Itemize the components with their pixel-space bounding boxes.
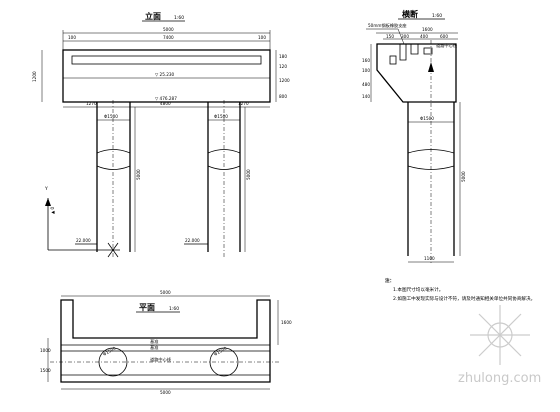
svg-text:5000: 5000 [136,169,141,180]
svg-text:Φ1500: Φ1500 [213,345,228,356]
svg-text:4800: 4800 [160,101,171,106]
plan-column-right [209,347,239,377]
svg-text:5000: 5000 [160,290,171,295]
svg-text:1200: 1200 [32,71,37,82]
axis-y-label: Y [44,186,48,192]
svg-text:480: 480 [362,82,370,87]
section-view: 横断 1:60 50mm钢板橡胶支座 1600 150 300 400 600 … [362,9,466,265]
bearing-note: 50mm钢板橡胶支座 [368,22,407,29]
note-1: 1.本图尺寸均以毫米计。 [393,286,443,293]
svg-text:1270: 1270 [238,101,249,106]
note-2: 2.如施工中发现实际与设计不符，请及时通知相关单位共同协商解决。 [393,295,535,302]
right-column [207,100,241,258]
plan-title: 平面 [139,303,155,312]
svg-text:400: 400 [420,34,428,39]
svg-text:160: 160 [362,58,370,63]
svg-text:120: 120 [279,64,287,69]
svg-text:100: 100 [68,35,76,40]
svg-text:基准: 基准 [150,338,158,345]
svg-text:1200: 1200 [279,78,290,83]
axis-x-mark [107,242,119,258]
svg-text:Φ1500: Φ1500 [420,116,434,121]
column-break-mark [96,149,131,170]
svg-text:5000: 5000 [246,169,251,180]
svg-text:150: 150 [386,34,394,39]
svg-text:1500: 1500 [40,368,51,373]
plan-outline [60,299,271,383]
svg-text:600: 600 [440,34,448,39]
axis-indicator: Y ▲ 0 [44,186,120,258]
elevation-view: 立面 1:60 5000 100 7400 100 ▽ 25.230 ▽ 476… [32,11,290,258]
dim-overall: 5000 [163,27,174,32]
svg-text:1000: 1000 [40,348,51,353]
svg-text:100: 100 [362,68,370,73]
svg-text:180: 180 [279,54,287,59]
section-scale: 1:60 [432,13,442,19]
watermark-text: zhulong.com [458,371,541,386]
road-center-label: 道路中心线 [436,42,458,49]
ground-elev-right: 22.000 [185,238,200,243]
svg-text:Φ1500: Φ1500 [104,114,118,119]
plan-center-label: 道路中心线 [150,356,172,363]
elevation-scale: 1:60 [174,15,184,21]
svg-text:▲ 0: ▲ 0 [50,206,55,214]
svg-text:1600: 1600 [281,320,292,325]
plan-view: 平面 1:60 Φ1500 Φ1500 基准 基准 道路中心线 5000 100… [40,290,292,395]
svg-text:140: 140 [362,94,370,99]
svg-text:5000: 5000 [160,390,171,395]
svg-text:1600: 1600 [422,27,433,32]
watermark: zhulong.com [458,305,541,386]
svg-text:1270: 1270 [86,101,97,106]
elevation-title: 立面 [145,11,161,21]
cap-beam [62,49,271,103]
cap-section [376,43,457,103]
notes: 注： 1.本图尺寸均以毫米计。 2.如施工中发现实际与设计不符，请及时通知相关单… [385,277,535,302]
ground-elev-left: 22.000 [76,238,91,243]
svg-text:5000: 5000 [461,171,466,182]
plan-column-left [98,347,128,377]
left-column [96,100,131,258]
svg-text:Φ1500: Φ1500 [214,114,228,119]
cap-beam-groove [71,55,262,65]
elev-top: ▽ 25.230 [155,72,175,77]
svg-text:800: 800 [279,94,287,99]
notes-heading: 注： [385,277,394,284]
svg-text:Φ1500: Φ1500 [102,345,117,356]
svg-text:基准: 基准 [150,344,158,351]
svg-text:300: 300 [401,34,409,39]
svg-text:7400: 7400 [163,35,174,40]
section-title: 横断 [402,9,418,19]
plan-scale: 1:60 [169,306,179,312]
svg-text:100: 100 [258,35,266,40]
elev-bottom: ▽ 476.287 [155,96,177,101]
watermark-logo [470,305,530,365]
svg-text:1100: 1100 [424,256,435,261]
